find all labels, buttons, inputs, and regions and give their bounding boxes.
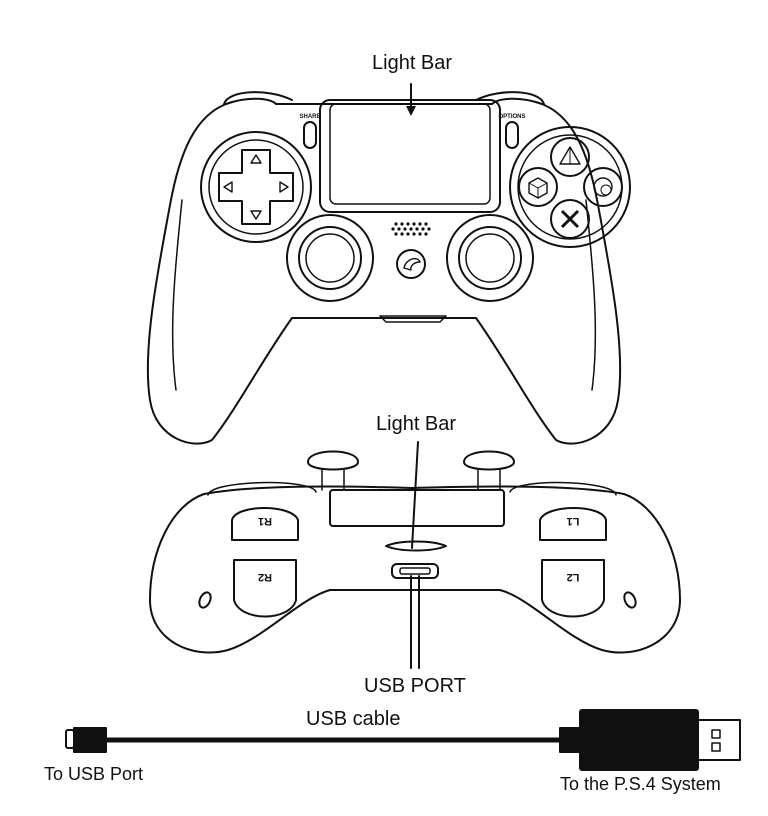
r2-button[interactable] (233, 559, 297, 618)
right-stick-housing (446, 214, 534, 302)
to-ps4-label: To the P.S.4 System (560, 774, 721, 794)
triangle-button[interactable] (550, 137, 590, 177)
speaker-slot (385, 540, 447, 552)
front-right-stick-top (463, 450, 515, 471)
left-stick-housing (286, 214, 374, 302)
top-left-shoulder (223, 91, 293, 105)
controller-top-view (146, 91, 631, 445)
options-button[interactable] (505, 121, 519, 149)
usb-c-plug (65, 729, 75, 749)
square-button[interactable] (518, 167, 558, 207)
controller-front-view (149, 450, 681, 654)
circle-button[interactable] (583, 167, 623, 207)
l1-label: L1 (567, 515, 580, 527)
dpad[interactable] (218, 149, 294, 225)
light-bar-top-label: Light Bar (372, 52, 453, 74)
controller-front-body (149, 485, 681, 654)
dpad-down-arrow-icon (250, 210, 262, 220)
top-right-shoulder (475, 91, 545, 105)
l2-button[interactable] (541, 559, 605, 618)
cross-button[interactable] (550, 199, 590, 239)
controller-top-body (146, 97, 622, 445)
right-stick[interactable] (458, 226, 522, 290)
front-light-bar (329, 489, 505, 527)
home-logo-icon (403, 257, 421, 271)
touchpad[interactable] (319, 99, 501, 213)
home-button[interactable] (396, 249, 426, 279)
usb-port (391, 563, 439, 579)
left-stick[interactable] (298, 226, 362, 290)
l2-label: L2 (567, 571, 580, 583)
face-button-housing (509, 126, 631, 248)
usb-a-plug (697, 719, 741, 761)
l1-button[interactable] (539, 507, 607, 541)
circle-button-icon (593, 177, 613, 197)
light-bar-front-pointer (411, 441, 419, 549)
front-left-stick-top (307, 450, 359, 471)
cross-button-icon (560, 209, 580, 229)
options-label: OPTIONS (498, 114, 525, 120)
r1-button[interactable] (231, 507, 299, 541)
usb-port-label: USB PORT (364, 675, 466, 697)
share-label: SHARE (299, 114, 320, 120)
r2-label: R2 (258, 571, 272, 583)
dpad-right-arrow-icon (279, 181, 289, 193)
speaker-grille (391, 222, 431, 236)
to-usb-port-label: To USB Port (44, 764, 144, 784)
share-button[interactable] (303, 121, 317, 149)
dpad-housing (200, 131, 312, 243)
usb-cable-label: USB cable (306, 708, 401, 730)
usb-a-plug-housing (559, 727, 581, 753)
usb-cable-assembly (65, 709, 741, 771)
usb-port-pointer (410, 575, 420, 669)
r1-label: R1 (258, 515, 272, 527)
light-bar-front-label: Light Bar (376, 413, 457, 435)
dpad-up-arrow-icon (250, 154, 262, 164)
dpad-left-arrow-icon (223, 181, 233, 193)
